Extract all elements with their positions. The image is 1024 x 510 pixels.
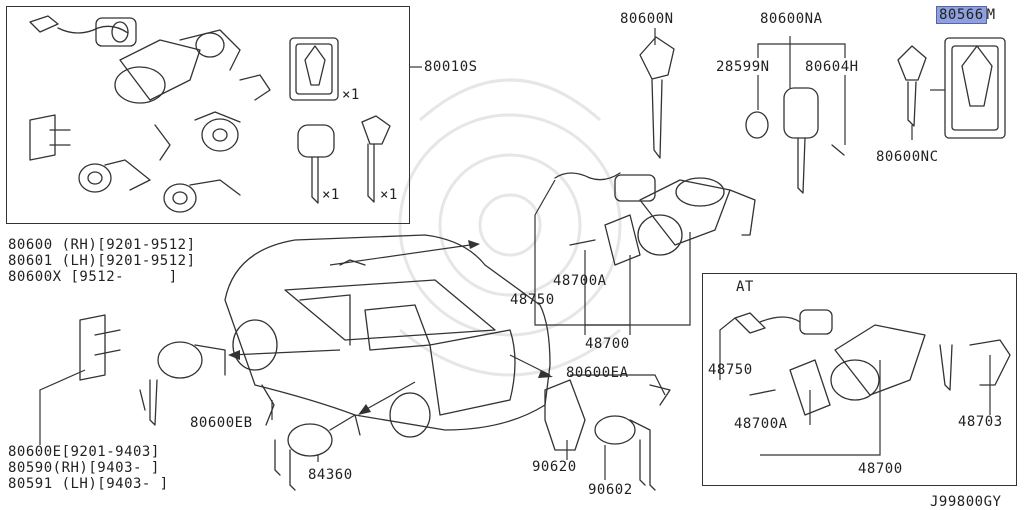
part-label-80604H[interactable]: 80604H [805,59,859,75]
door-lock-84360 [261,384,361,491]
key-80600NC [897,45,927,127]
quantity-label-blank-key: ×1 [380,187,398,203]
lock-cylinder-90602 [594,384,671,491]
part-label-80600X[interactable]: 80600X [9512- ] [8,269,178,285]
part-label-80600EB[interactable]: 80600EB [190,415,253,431]
steering-lock-assembly [554,172,756,266]
door-lock-80600 [79,314,226,426]
part-label-80591[interactable]: 80591 (LH)[9403- ] [8,476,169,492]
part-label-80600N[interactable]: 80600N [620,11,674,27]
watermark-emblem [398,78,622,377]
at-box [702,273,1017,486]
part-label-80600NC[interactable]: 80600NC [876,149,939,165]
part-label-48750[interactable]: 48750 [510,292,555,308]
part-label-80601-lh[interactable]: 80601 (LH)[9201-9512] [8,253,196,269]
key-80600N [639,36,675,159]
part-label-48750-at[interactable]: 48750 [708,362,753,378]
handle-90620 [544,379,586,451]
part-label-80590[interactable]: 80590(RH)[9403- ] [8,460,160,476]
diagram-code: J99800GY [930,494,1002,510]
part-label-80600NA[interactable]: 80600NA [760,11,823,27]
door-lock-cylinders [29,74,271,213]
remote-key-80600NA [745,87,845,194]
part-label-80566M-suffix: M [986,7,996,23]
minivan-body [224,234,551,438]
quantity-label-card: ×1 [342,87,360,103]
part-label-48700A[interactable]: 48700A [553,273,607,289]
part-label-80600E[interactable]: 80600E[9201-9403] [8,444,160,460]
part-label-48700-at[interactable]: 48700 [858,461,903,477]
part-label-90620[interactable]: 90620 [532,459,577,475]
part-label-80566M-highlight: 80566 [936,6,987,24]
key-card [289,37,339,101]
key-card-80566M [944,37,1006,139]
kit-box-80010S [6,6,410,224]
part-label-90602[interactable]: 90602 [588,482,633,498]
part-label-48700[interactable]: 48700 [585,336,630,352]
quantity-label-remote-key: ×1 [322,187,340,203]
keys-kit [297,115,391,204]
part-label-80010S[interactable]: 80010S [424,59,478,75]
part-label-48700A-at[interactable]: 48700A [734,416,788,432]
part-label-80600EA[interactable]: 80600EA [566,365,629,381]
part-label-48703[interactable]: 48703 [958,414,1003,430]
ignition-cylinder-assembly [29,15,241,104]
steering-lock-assembly-at [734,309,1011,416]
at-box-title: AT [736,279,754,295]
part-label-28599N[interactable]: 28599N [716,59,770,75]
part-label-84360[interactable]: 84360 [308,467,353,483]
part-label-80600-rh[interactable]: 80600 (RH)[9201-9512] [8,237,196,253]
